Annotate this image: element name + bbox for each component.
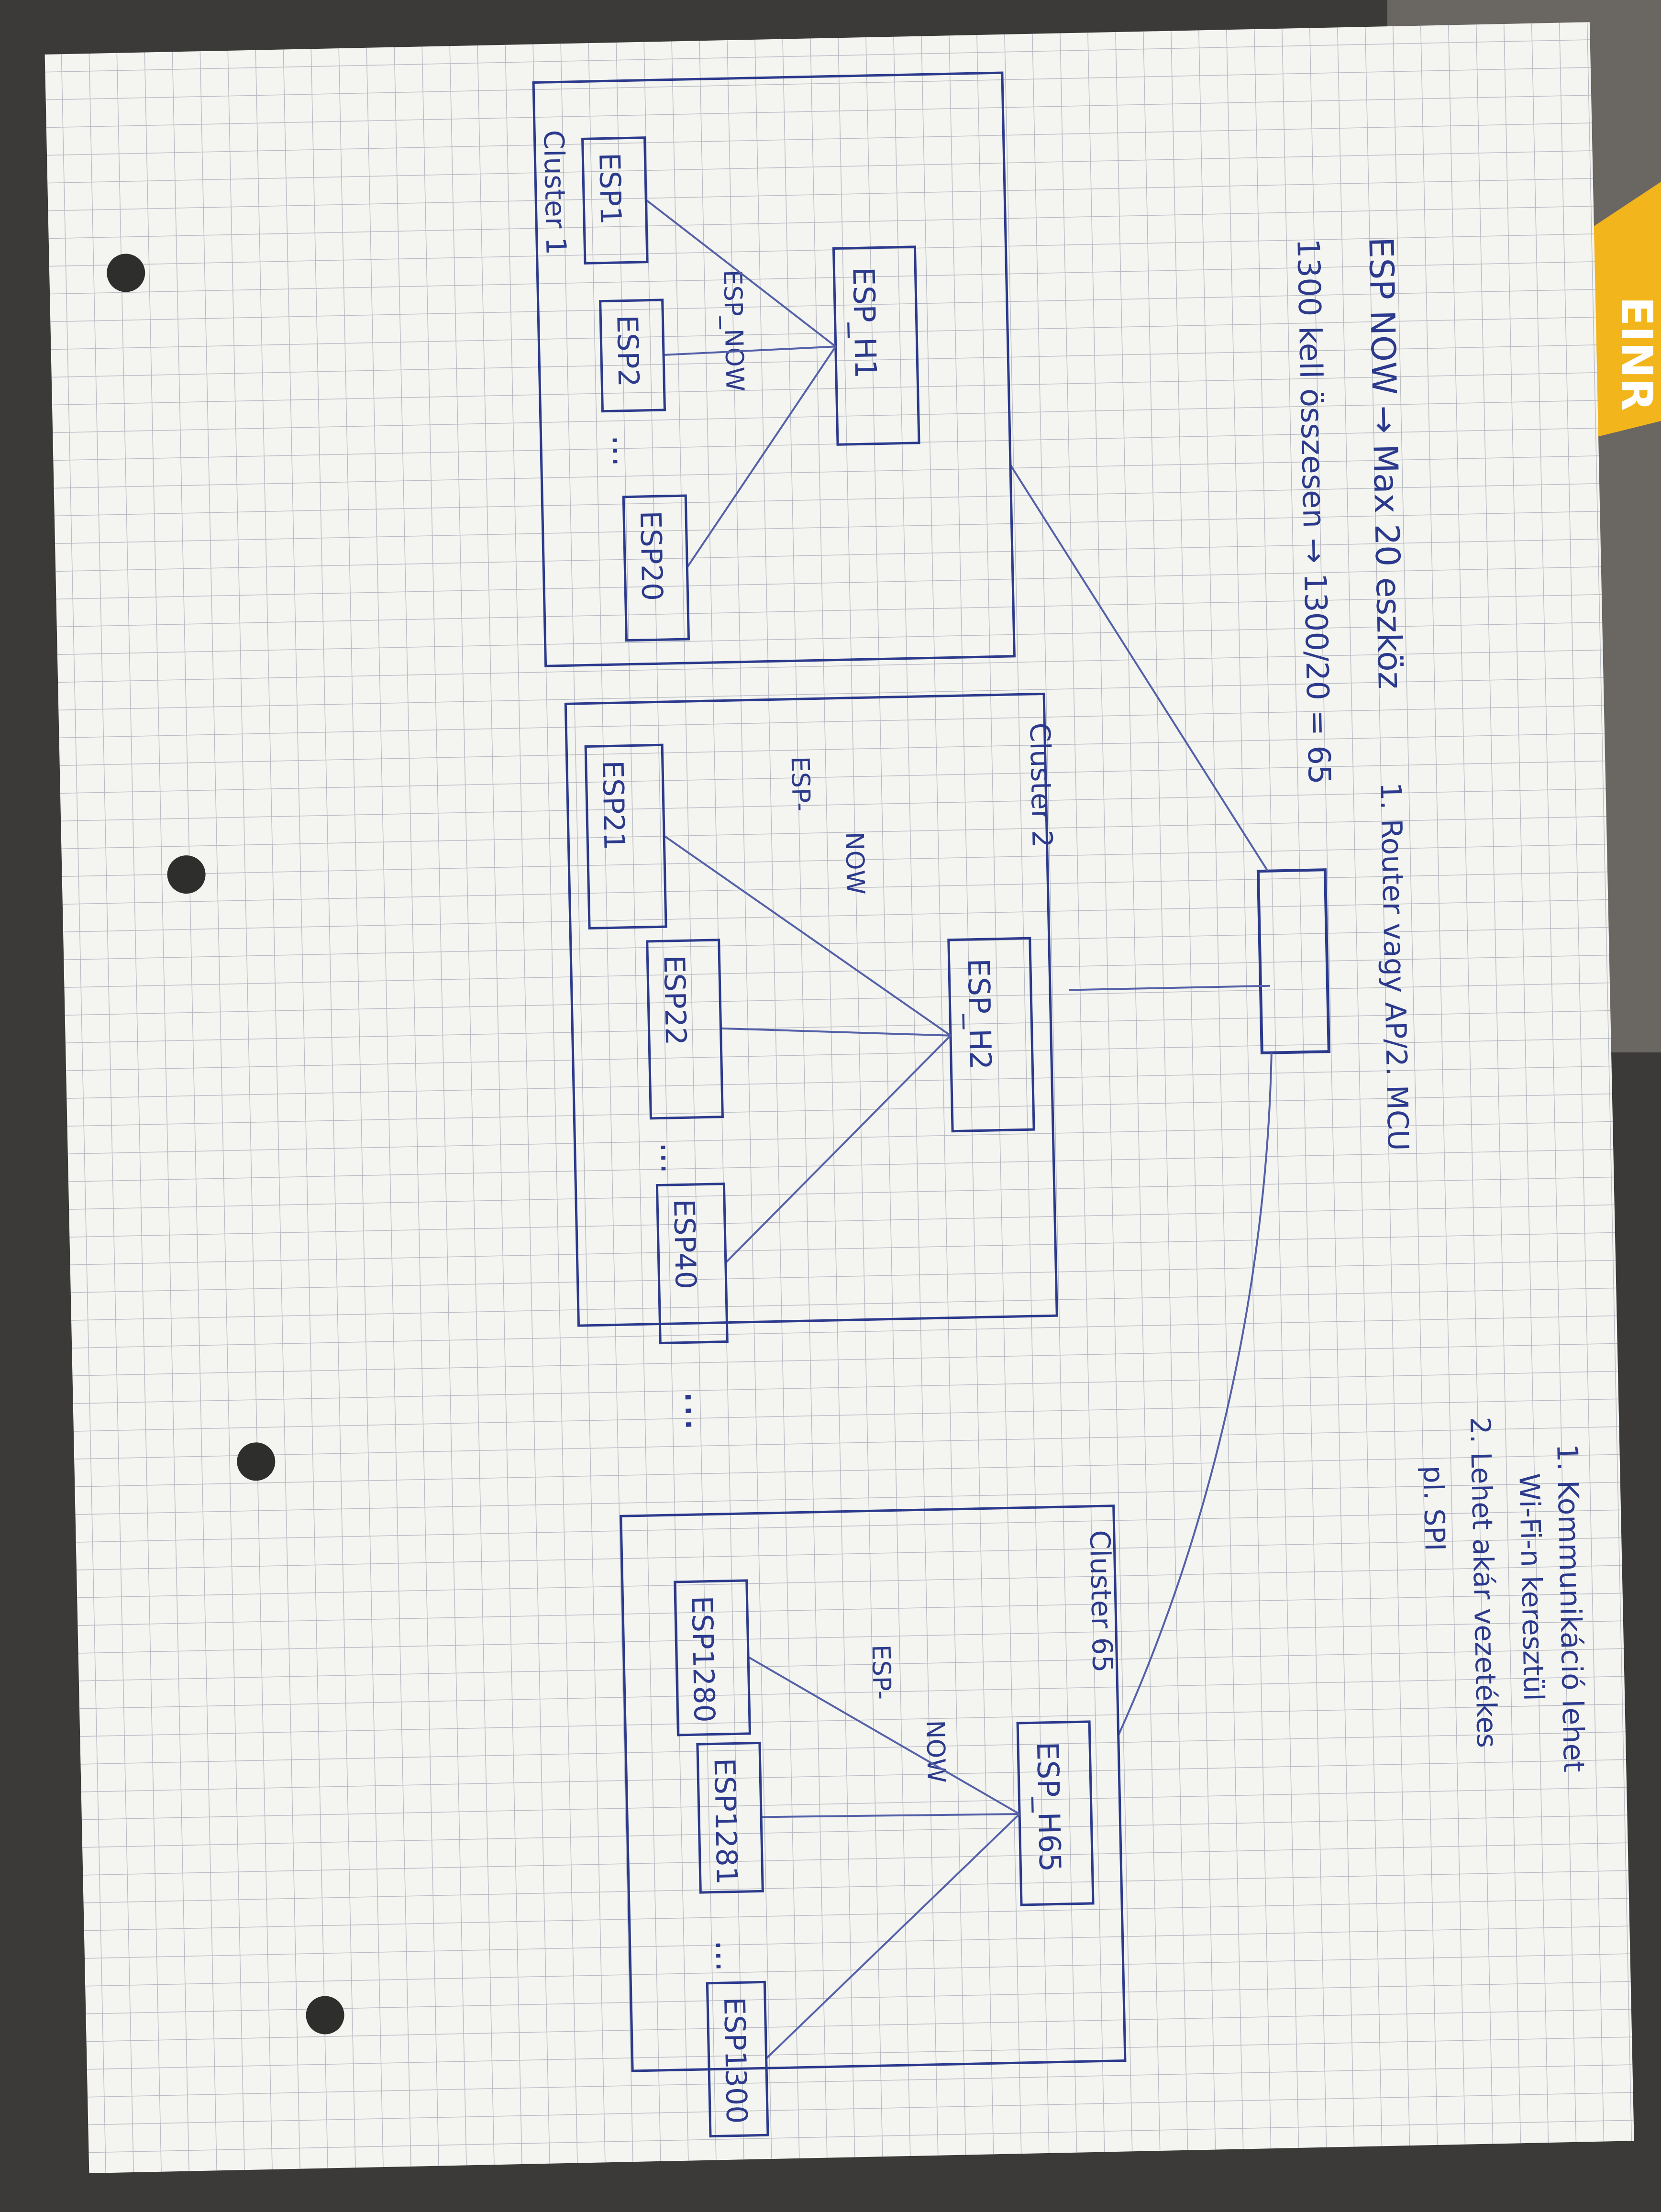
punch-hole [306,1996,344,2035]
node-label: ESP40 [667,1199,702,1290]
cluster-frame [620,1504,1127,2072]
node-label: ESP21 [596,760,631,851]
esp-now-label: ESP_NOW [718,269,749,392]
comm-note-2b: pl. SPI [1417,1465,1451,1551]
esp-now-link [725,1035,952,1264]
node-label: ESP1280 [685,1595,721,1723]
esp-now-label: ESP- [866,1644,896,1700]
node-box [622,494,690,642]
esp-now-link [765,1813,1020,2059]
node-box [581,136,649,265]
clusters: Cluster 1ESP_H1ESP_NOWESP1ESP2ESP20...Cl… [532,71,1127,2138]
node-label: ESP1300 [717,1997,753,2124]
esp-now-link [663,345,836,356]
cluster-3: Cluster 65 ESP_H65 ESP- NOW ESP1280ESP1281ES… [620,1504,1127,2138]
node-box [599,299,666,413]
node-label: ESP22 [657,955,692,1046]
paper-sheet: ESP NOW → Max 20 eszköz 1300 kell összes… [44,22,1634,2173]
esp-now-link [720,1027,951,1037]
node-label: ESP1 [592,153,627,225]
esp-now-label: NOW [920,1720,951,1783]
node-label: ESP1281 [708,1758,744,1885]
node-box [696,1741,764,1894]
cluster-2: Cluster 2 ESP_H2 ESP- NOW ESP21ESP22ESP40... [564,692,1059,1345]
esp-now-link [761,1813,1020,1818]
router-box [1256,868,1330,1055]
cluster-ellipsis: ... [675,1390,726,1432]
cluster-label: Cluster 2 [1023,722,1058,848]
node-label: ESP20 [633,510,669,601]
comm-note-1b: Wi-Fi-n keresztül [1513,1473,1550,1702]
node-ellipsis: ... [653,1141,693,1174]
cluster-frame [564,692,1058,1327]
cluster-head-label: ESP_H65 [1030,1741,1068,1872]
esp-now-link [748,1656,1020,1815]
communication-notes: 1. Kommunikáció lehet Wi-Fi-n keresztül … [1417,1416,1590,1772]
sticky-note-lettering: EINR [1611,297,1661,411]
node-ellipsis: ... [708,1939,747,1972]
node-label: ESP2 [610,315,645,387]
note-line-1: ESP NOW → Max 20 eszköz [1361,237,1410,690]
cluster-head-label: ESP_H2 [961,958,998,1070]
node-box [584,743,667,930]
router-links [1009,464,1273,1736]
node-box [706,1980,769,2138]
comm-note-2a: 2. Lehet akár vezetékes [1464,1416,1503,1748]
esp-now-link [663,835,952,1037]
node-box [646,939,724,1120]
punch-hole [237,1442,276,1481]
esp-now-link [645,199,836,348]
node-box [674,1579,751,1736]
esp-now-label: ESP- [786,756,815,812]
cluster-frame [532,71,1016,667]
punch-hole [107,254,145,292]
cluster-label: Cluster 65 [1084,1530,1119,1673]
esp-now-link [686,346,837,568]
node-box [655,1183,729,1345]
cluster-1: Cluster 1 ESP_H1 ESP_NOW ESP1ESP2ESP20... [532,71,1016,667]
esp-now-label: NOW [840,831,870,895]
node-ellipsis: ... [605,434,644,467]
router-note: 1. Router vagy AP/2. MCU [1373,782,1415,1151]
punch-hole [167,855,206,894]
cluster-head-label: ESP_H1 [846,266,883,378]
cluster-label: Cluster 1 [537,130,572,255]
comm-note-1a: 1. Kommunikáció lehet [1550,1443,1590,1772]
